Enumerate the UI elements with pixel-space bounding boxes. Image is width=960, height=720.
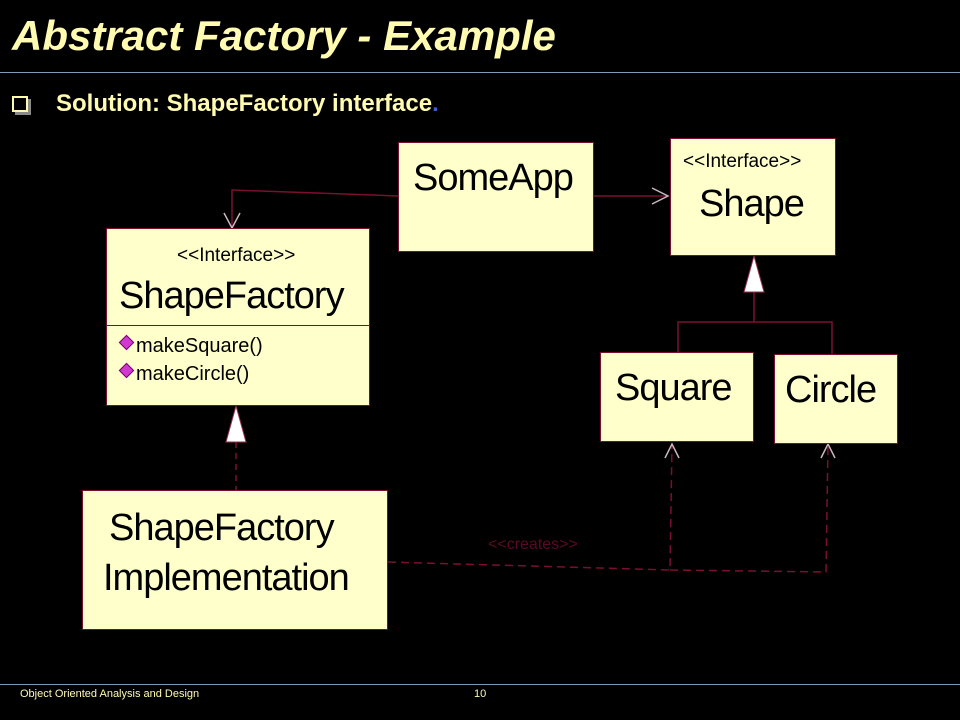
shapefactory-interface: <<Interface>> ShapeFactory makeSquare() …	[106, 228, 370, 406]
creates-to-circle-dashed	[669, 443, 829, 573]
operation-label: makeSquare()	[136, 335, 263, 357]
impl-name-line1: ShapeFactory	[109, 507, 335, 549]
title-divider	[0, 72, 960, 73]
circle-name: Circle	[785, 369, 877, 411]
checkbox-bullet-icon	[12, 96, 28, 112]
shape-interface: <<Interface>> Shape	[670, 138, 836, 256]
public-method-icon	[118, 362, 135, 379]
square-name: Square	[615, 367, 733, 409]
someapp-class: SomeApp	[398, 142, 594, 252]
class-compartment-divider	[107, 325, 369, 326]
shapefactory-realization-triangle	[225, 404, 247, 443]
footer-course: Object Oriented Analysis and Design	[20, 688, 200, 700]
square-class: Square	[600, 352, 754, 442]
shape-name: Shape	[699, 183, 805, 225]
bullet-period: .	[432, 90, 439, 117]
square-arrowhead	[664, 442, 680, 459]
footer-divider	[0, 684, 960, 685]
inheritance-branch	[677, 292, 833, 354]
shapefactory-stereotype: <<Interface>>	[177, 245, 296, 266]
impl-name-line2: Implementation	[103, 557, 350, 599]
shape-generalization-triangle	[743, 254, 765, 293]
slide-title: Abstract Factory - Example	[12, 12, 556, 59]
shapefactory-implementation-class: ShapeFactory Implementation	[82, 490, 388, 630]
operation-item: makeCircle()	[118, 362, 250, 386]
someapp-name: SomeApp	[413, 157, 574, 199]
shapefactory-name: ShapeFactory	[119, 275, 345, 317]
creates-label: <<creates>>	[488, 536, 578, 553]
shape-stereotype: <<Interface>>	[683, 151, 802, 172]
public-method-icon	[118, 334, 135, 351]
bullet-text: Solution: ShapeFactory interface	[56, 90, 433, 117]
circle-arrowhead	[820, 442, 836, 459]
bullet-point: Solution: ShapeFactory interface .	[12, 90, 439, 118]
operation-item: makeSquare()	[118, 334, 263, 358]
operation-label: makeCircle()	[136, 363, 250, 385]
creates-to-square-dashed	[387, 443, 673, 571]
footer-page-number: 10	[474, 688, 487, 700]
circle-class: Circle	[774, 354, 898, 444]
someapp-to-shapefactory-edge	[231, 189, 399, 228]
shape-arrowhead	[651, 187, 670, 205]
